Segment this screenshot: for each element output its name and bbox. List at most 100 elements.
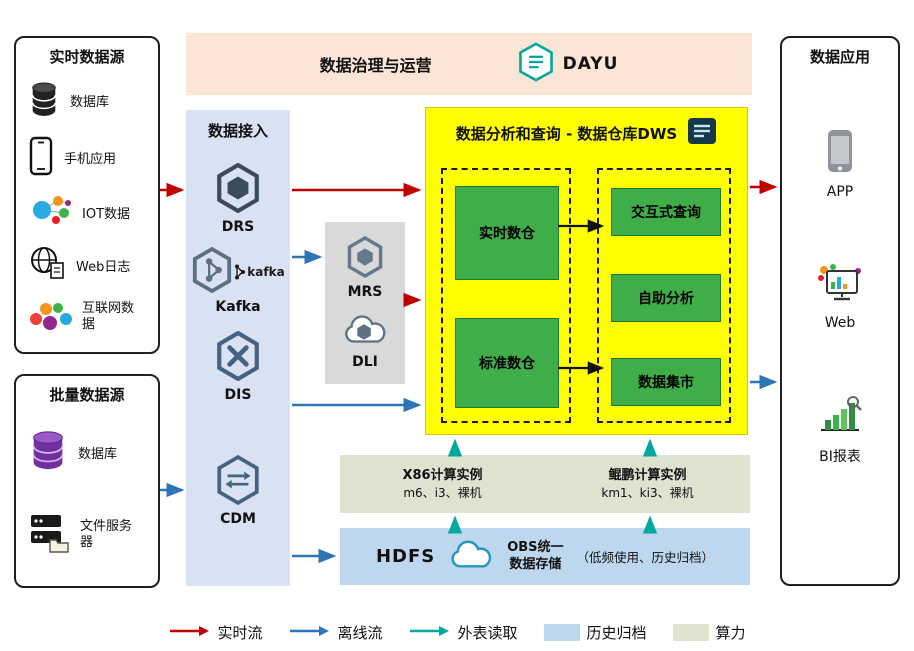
app-label: BI报表: [819, 448, 861, 465]
list-item: APP: [825, 128, 855, 200]
x86-compute: X86计算实例 m6、i3、裸机: [340, 467, 545, 501]
dws-doc-icon: [687, 117, 717, 149]
kunpeng-title: 鲲鹏计算实例: [608, 468, 687, 484]
dws-analysis-group: 交互式查询 自助分析 数据集市: [597, 168, 731, 423]
cdm-hex-icon: [215, 454, 261, 509]
realtime-sources-items: 数据库 手机应用: [16, 67, 158, 352]
mrs-dli-box: MRS DLI: [325, 222, 405, 384]
module-interactive-query: 交互式查询: [611, 188, 721, 236]
web-monitor-icon: [816, 263, 864, 309]
dis-group: DIS: [215, 330, 261, 403]
source-label: 互联网数据: [82, 300, 135, 333]
internet-data-icon: [28, 299, 72, 335]
governance-title: 数据治理与运营: [319, 56, 432, 75]
legend-label: 实时流: [217, 623, 263, 642]
x86-title: X86计算实例: [402, 468, 483, 484]
cdm-group: CDM: [215, 454, 261, 527]
data-apps-box: 数据应用 APP: [780, 36, 900, 586]
cdm-label: CDM: [220, 511, 256, 527]
app-label: APP: [826, 184, 854, 201]
realtime-sources-box: 实时数据源 数据库: [14, 36, 160, 354]
dli-group: DLI: [342, 312, 388, 370]
batch-sources-items: 数据库 文件服务器: [16, 405, 158, 586]
data-apps-title: 数据应用: [809, 48, 870, 66]
blue-arrow-icon: [288, 623, 330, 641]
legend-external-read: 外表读取: [408, 622, 518, 643]
dayu-label: DAYU: [562, 54, 619, 74]
list-item: 数据库: [16, 80, 158, 122]
source-label: IOT数据: [82, 206, 131, 222]
module-self-analysis: 自助分析: [611, 274, 721, 322]
legend-offline: 离线流: [288, 622, 382, 643]
list-item: IOT数据: [16, 193, 158, 231]
drs-group: DRS: [215, 162, 261, 235]
source-label: 数据库: [78, 446, 118, 462]
legend-compute: 算力: [672, 622, 746, 643]
list-item: Web: [816, 263, 864, 331]
hdfs-obs-box: HDFS OBS统一 数据存储 （低频使用、历史归档）: [340, 528, 750, 585]
module-standard-warehouse: 标准数仓: [455, 318, 559, 408]
realtime-sources-title: 实时数据源: [49, 48, 125, 66]
kunpeng-compute: 鲲鹏计算实例 km1、ki3、裸机: [545, 467, 750, 501]
legend-archive: 历史归档: [543, 622, 647, 643]
obs-note: （低频使用、历史归档）: [576, 550, 715, 565]
legend: 实时流 离线流 外表读取 历史归档 算力: [0, 616, 914, 648]
x86-detail: m6、i3、裸机: [403, 485, 482, 500]
module-realtime-warehouse: 实时数仓: [455, 186, 559, 280]
kafka-label: Kafka: [215, 299, 261, 315]
legend-realtime: 实时流: [168, 622, 262, 643]
mrs-group: MRS: [346, 236, 384, 300]
list-item: 数据库: [16, 429, 158, 475]
batch-sources-box: 批量数据源 数据库: [14, 374, 160, 588]
list-item: Web日志: [16, 245, 158, 285]
web-globe-icon: [28, 245, 66, 285]
legend-label: 算力: [715, 623, 746, 642]
red-arrow-icon: [168, 623, 210, 641]
database-icon: [28, 80, 60, 122]
mrs-label: MRS: [347, 284, 383, 300]
phone-icon: [28, 136, 54, 180]
dli-cloud-icon: [342, 312, 388, 352]
list-item: 互联网数据: [16, 299, 158, 335]
source-label: 文件服务器: [80, 518, 133, 550]
list-item: 文件服务器: [16, 512, 158, 558]
dws-title: 数据分析和查询 - 数据仓库DWS: [455, 124, 678, 143]
bi-chart-icon: [817, 394, 863, 440]
dli-label: DLI: [352, 354, 378, 370]
dws-box: 数据分析和查询 - 数据仓库DWS 实时数仓 标准数仓 交互式查询 自助分析 数…: [425, 107, 748, 435]
list-item: BI报表: [817, 394, 863, 466]
legend-label: 外表读取: [457, 623, 518, 642]
dayu-group: DAYU: [517, 41, 619, 87]
data-access-title: 数据接入: [207, 122, 268, 140]
source-label: 手机应用: [64, 152, 117, 168]
data-apps-items: APP Web: [782, 97, 898, 497]
kunpeng-detail: km1、ki3、裸机: [601, 485, 694, 500]
app-phone-icon: [825, 128, 855, 178]
drs-label: DRS: [221, 219, 255, 235]
dws-warehouse-group: 实时数仓 标准数仓: [441, 168, 571, 423]
module-data-mart: 数据集市: [611, 358, 721, 406]
archive-swatch-icon: [543, 623, 580, 641]
compute-box: X86计算实例 m6、i3、裸机 鲲鹏计算实例 km1、ki3、裸机: [340, 455, 750, 513]
purple-database-icon: [28, 429, 68, 475]
dis-label: DIS: [224, 387, 252, 403]
source-label: 数据库: [70, 95, 110, 111]
mrs-hex-icon: [346, 236, 384, 282]
legend-label: 离线流: [337, 623, 383, 642]
kafka-hex-icon: [191, 246, 233, 297]
batch-sources-title: 批量数据源: [49, 386, 125, 404]
obs-cloud-icon: [448, 539, 494, 575]
compute-swatch-icon: [672, 623, 709, 641]
iot-icon: [28, 193, 72, 231]
kafka-group: kafka Kafka: [191, 246, 285, 315]
teal-arrow-icon: [408, 623, 450, 641]
dayu-hex-icon: [517, 41, 555, 87]
app-label: Web: [824, 314, 856, 331]
drs-hex-icon: [215, 162, 261, 217]
hdfs-label: HDFS: [375, 546, 436, 567]
file-server-icon: [28, 512, 70, 558]
governance-bar: 数据治理与运营 DAYU: [186, 33, 752, 95]
list-item: 手机应用: [16, 136, 158, 180]
source-label: Web日志: [76, 259, 131, 275]
